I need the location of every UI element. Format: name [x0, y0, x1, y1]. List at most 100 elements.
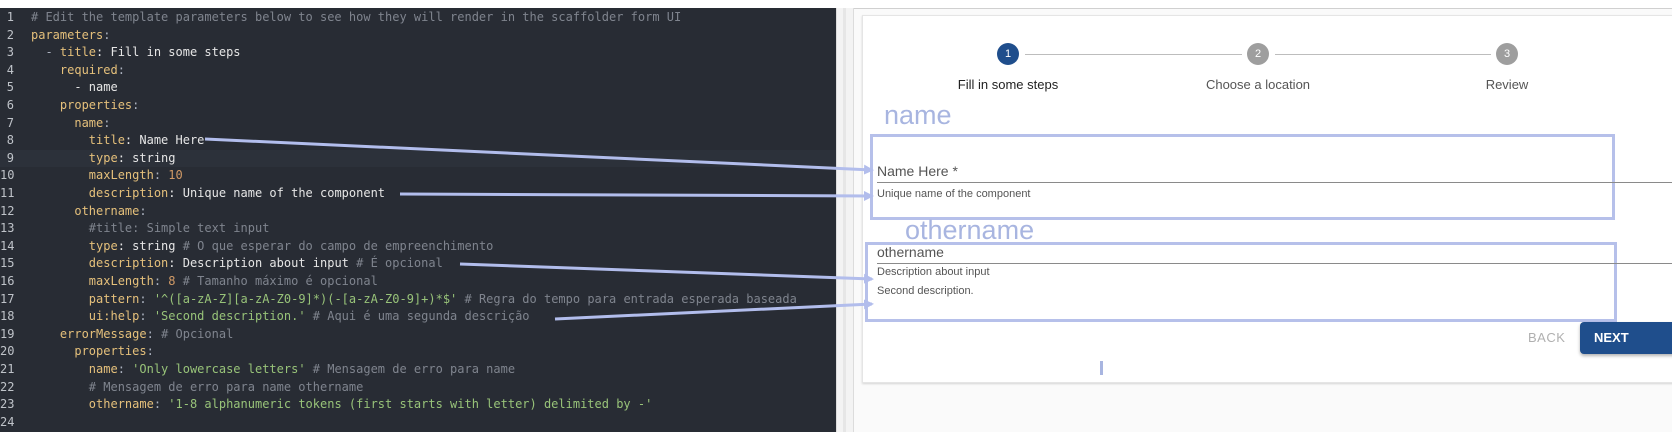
othername-section-label: othername	[905, 215, 1035, 245]
code-line[interactable]: 3 - title: Fill in some steps	[0, 44, 836, 61]
code-line[interactable]: 4 required:	[0, 62, 836, 79]
othername-field-label[interactable]: othername	[877, 244, 944, 260]
code-token: name	[74, 115, 104, 130]
othername-input-underline[interactable]	[877, 263, 1672, 264]
line-code: # Edit the template parameters below to …	[31, 9, 681, 26]
code-token: :	[139, 203, 147, 218]
code-token: description	[88, 186, 169, 200]
code-line[interactable]: 19 errorMessage: # Opcional	[0, 326, 836, 343]
line-code: - name	[31, 79, 117, 96]
code-line[interactable]: 22 # Mensagem de erro para name othernam…	[0, 379, 836, 396]
code-token: description	[88, 256, 169, 271]
step-2-indicator[interactable]: 2	[1247, 43, 1269, 65]
code-line[interactable]: 11 description: Unique name of the compo…	[0, 185, 836, 202]
next-button[interactable]: NEXT	[1580, 322, 1672, 354]
line-code: # Mensagem de erro para name othername	[31, 379, 364, 396]
code-token	[31, 63, 60, 77]
code-line[interactable]: 14 type: string # O que esperar do campo…	[0, 238, 836, 255]
code-token: # Tamanho máximo é opcional	[182, 274, 378, 288]
code-token: :	[103, 115, 111, 130]
code-line[interactable]: 10 maxLength: 10	[0, 167, 836, 184]
code-token: # Mensagem de erro para name	[312, 362, 516, 376]
line-number: 1	[6, 10, 14, 24]
code-token	[31, 397, 89, 411]
code-token: parameters	[31, 27, 104, 42]
line-number: 2	[6, 27, 14, 42]
line-number: 11	[0, 186, 15, 200]
line-number: 22	[0, 379, 15, 394]
line-number: 7	[6, 115, 14, 130]
code-line[interactable]: 6 properties:	[0, 97, 836, 114]
code-line[interactable]: 20 properties:	[0, 343, 836, 360]
line-number: 23	[0, 397, 15, 412]
name-input-underline[interactable]	[877, 182, 1672, 183]
othername-help-text: Second description.	[877, 285, 974, 297]
code-token	[31, 151, 89, 165]
name-field-label[interactable]: Name Here *	[877, 163, 958, 179]
step-connector	[1275, 54, 1491, 55]
code-token	[31, 309, 89, 323]
line-number: 21	[0, 362, 15, 376]
code-line[interactable]: 12 othername:	[0, 203, 836, 220]
code-token	[31, 204, 74, 218]
code-token: # Opcional	[161, 326, 234, 341]
code-line[interactable]: 7 name:	[0, 115, 836, 132]
step-1-label[interactable]: Fill in some steps	[957, 77, 1059, 92]
line-number: 8	[6, 133, 14, 148]
code-token: : Description about input	[168, 256, 357, 271]
code-token	[31, 292, 89, 306]
code-token: : string	[117, 150, 176, 165]
code-token: :	[139, 291, 154, 306]
code-token	[31, 239, 89, 253]
line-code: properties:	[31, 97, 139, 114]
line-code: type: string	[31, 150, 176, 167]
code-token: :	[153, 397, 169, 412]
resize-handle[interactable]	[1100, 361, 1103, 375]
code-token: required	[59, 62, 118, 77]
code-line[interactable]: 1 # Edit the template parameters below to…	[0, 9, 836, 26]
code-token: :	[146, 326, 162, 341]
code-line[interactable]: 24	[0, 414, 836, 431]
code-token: 8	[168, 274, 183, 288]
step-3-indicator[interactable]: 3	[1496, 43, 1518, 65]
code-token	[31, 186, 89, 200]
code-line[interactable]: 13 #title: Simple text input	[0, 220, 836, 237]
code-token	[31, 327, 60, 341]
code-line[interactable]: 9 type: string	[0, 149, 836, 167]
back-button[interactable]: BACK	[1528, 330, 1566, 345]
line-code: name: 'Only lowercase letters' # Mensage…	[31, 361, 515, 378]
code-token: maxLength	[88, 274, 154, 288]
code-line[interactable]: 18 ui:help: 'Second description.' # Aqui…	[0, 308, 836, 325]
code-token: :	[139, 309, 154, 324]
code-token: ui:help	[88, 309, 140, 324]
line-code: othername: '1-8 alphanumeric tokens (fir…	[31, 396, 653, 413]
step-1-indicator[interactable]: 1	[997, 43, 1019, 65]
code-token: : Unique name of the component	[168, 186, 386, 200]
step-2-label[interactable]: Choose a location	[1205, 77, 1311, 92]
code-line[interactable]: 16 maxLength: 8 # Tamanho máximo é opcio…	[0, 273, 836, 290]
line-number: 13	[0, 221, 15, 236]
pane-splitter[interactable]	[836, 8, 854, 432]
line-number: 16	[0, 274, 15, 288]
code-token	[31, 256, 89, 270]
line-number: 5	[6, 80, 14, 95]
code-line[interactable]: 23 othername: '1-8 alphanumeric tokens (…	[0, 396, 836, 413]
code-line[interactable]: 5 - name	[0, 79, 836, 96]
code-token: '1-8 alphanumeric tokens (first starts w…	[168, 397, 653, 412]
code-token: # Aqui é uma segunda descrição	[312, 309, 530, 324]
code-token: # O que esperar do campo de empreenchime…	[182, 238, 494, 253]
line-code: errorMessage: # Opcional	[31, 326, 233, 343]
step-3-label[interactable]: Review	[1485, 77, 1529, 92]
code-line[interactable]: 15 description: Description about input …	[0, 255, 836, 272]
code-token: : string	[117, 238, 183, 253]
code-line[interactable]: 17 pattern: '^([a-zA-Z][a-zA-Z0-9]*)(-[a…	[0, 291, 836, 308]
code-token: -	[31, 45, 60, 60]
splitter-grip[interactable]	[843, 8, 846, 432]
code-line[interactable]: 8 title: Name Here	[0, 132, 836, 149]
line-code: maxLength: 10	[31, 167, 183, 184]
code-editor[interactable]: 1 # Edit the template parameters below to…	[0, 8, 836, 432]
code-token: :	[117, 62, 125, 77]
step-connector	[1025, 54, 1242, 55]
code-line[interactable]: 21 name: 'Only lowercase letters' # Mens…	[0, 361, 836, 378]
